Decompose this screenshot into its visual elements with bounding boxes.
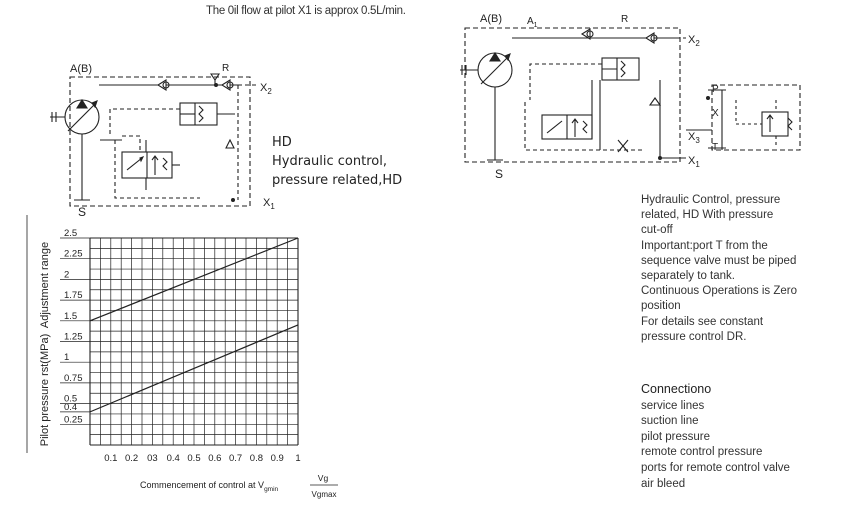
x-tick-label: 0.4 — [167, 453, 180, 464]
chart-lines — [89, 237, 299, 413]
desc-line-8: position — [641, 300, 681, 313]
fraction-numerator: Vg — [318, 473, 329, 483]
left-pump-arrow — [67, 102, 97, 132]
x-tick-label: 0.1 — [104, 453, 117, 464]
x-tick-label: 0.6 — [208, 453, 221, 464]
y-tick-label: 1.5 — [64, 311, 77, 322]
desc-line-7: Continuous Operations is Zero — [641, 285, 797, 298]
left-housing-dashed — [69, 76, 251, 207]
desc-line-6: separately to tank. — [641, 270, 735, 283]
desc-line-2: related, HD With pressure — [641, 209, 774, 222]
hd-line-2: pressure related,HD — [272, 173, 403, 188]
sequence-port-x: X — [712, 108, 719, 119]
y-tick-label: 0.25 — [64, 414, 83, 425]
x-tick-label: 0.5 — [187, 453, 200, 464]
right-port-r: R — [621, 14, 628, 25]
sequence-port-p: P — [712, 84, 719, 95]
right-port-a1: A1 — [527, 16, 538, 29]
y-tick-label: 0.5 — [64, 394, 77, 405]
desc-line-5: sequence valve must be piped — [641, 254, 797, 267]
desc-line-4: Important:port T from the — [641, 239, 768, 252]
y-tick-label: 1 — [64, 352, 69, 363]
left-port-x2: X2 — [260, 82, 272, 96]
x-tick-label: 0.7 — [229, 453, 242, 464]
sequence-valve-housing — [711, 84, 801, 151]
hd-title: HD — [272, 135, 292, 150]
desc-line-9: For details see constant — [641, 315, 764, 328]
hd-description: Hydraulic Control, pressure related, HD … — [641, 193, 846, 345]
connection-item: service lines — [641, 399, 705, 412]
fraction-denominator: Vgmax — [312, 490, 337, 499]
connection-item: remote control pressure — [641, 446, 763, 459]
right-port-ab: A(B) — [480, 13, 502, 25]
y-tick-label: 2.25 — [64, 249, 83, 260]
flow-note: The 0il flow at pilot X1 is approx 0.5L/… — [206, 5, 406, 17]
connection-item: ports for remote control valve — [641, 461, 790, 474]
y-tick-label: 1.75 — [64, 290, 83, 301]
left-port-x1: X1 — [263, 197, 275, 211]
x-tick-label: 0.9 — [271, 453, 284, 464]
y-axis-label: Pilot pressure rst(MPa) — [39, 334, 51, 446]
left-port-r: R — [222, 63, 229, 74]
series-line-1 — [89, 237, 299, 322]
x-tick-label: 0.8 — [250, 453, 263, 464]
connections-list: Connectiono service lines suction line p… — [641, 382, 790, 492]
connection-item: pilot pressure — [641, 430, 711, 443]
y-tick-label: 2 — [64, 269, 69, 280]
y-tick-label: 1.25 — [64, 332, 83, 343]
x-tick-label: 1 — [295, 453, 300, 464]
x-tick-label: 0.2 — [125, 453, 138, 464]
right-port-x3: X3 — [688, 131, 700, 145]
y-tick-label: 2.5 — [64, 228, 77, 239]
x-tick-label: 03 — [147, 453, 158, 464]
right-port-x2: X2 — [688, 34, 700, 48]
sequence-valve — [761, 111, 789, 137]
sequence-port-t: T — [712, 142, 718, 153]
y-tick-label: 0.4 — [64, 402, 77, 413]
left-port-s: S — [78, 205, 86, 219]
connection-item: air bleed — [641, 477, 686, 490]
chart-grid — [89, 237, 299, 446]
connections-heading: Connectiono — [641, 382, 712, 396]
right-hydraulic-schematic: A(B) A1 R X2 X3 X1 S P X T — [460, 13, 801, 181]
series-line-2 — [89, 324, 299, 413]
right-port-s: S — [495, 167, 503, 181]
left-port-ab: A(B) — [70, 63, 92, 75]
desc-line-3: cut-off — [641, 224, 673, 237]
left-hydraulic-schematic: A(B) R X2 X1 S — [50, 63, 275, 219]
y-tick-label: 0.75 — [64, 373, 83, 384]
connection-item: suction line — [641, 415, 699, 428]
left-suction-line — [74, 134, 90, 201]
x-axis-label: Commencement of control at Vgmin — [140, 480, 279, 493]
desc-line-10: pressure control DR. — [641, 330, 747, 343]
hd-line-1: Hydraulic control, — [272, 154, 387, 169]
left-check-valve-1 — [156, 79, 167, 91]
right-housing-dashed — [464, 27, 681, 163]
desc-line-1: Hydraulic Control, pressure — [641, 194, 781, 206]
y-label-adjustment: Adjustment range — [39, 242, 51, 328]
right-port-x1: X1 — [688, 155, 700, 169]
